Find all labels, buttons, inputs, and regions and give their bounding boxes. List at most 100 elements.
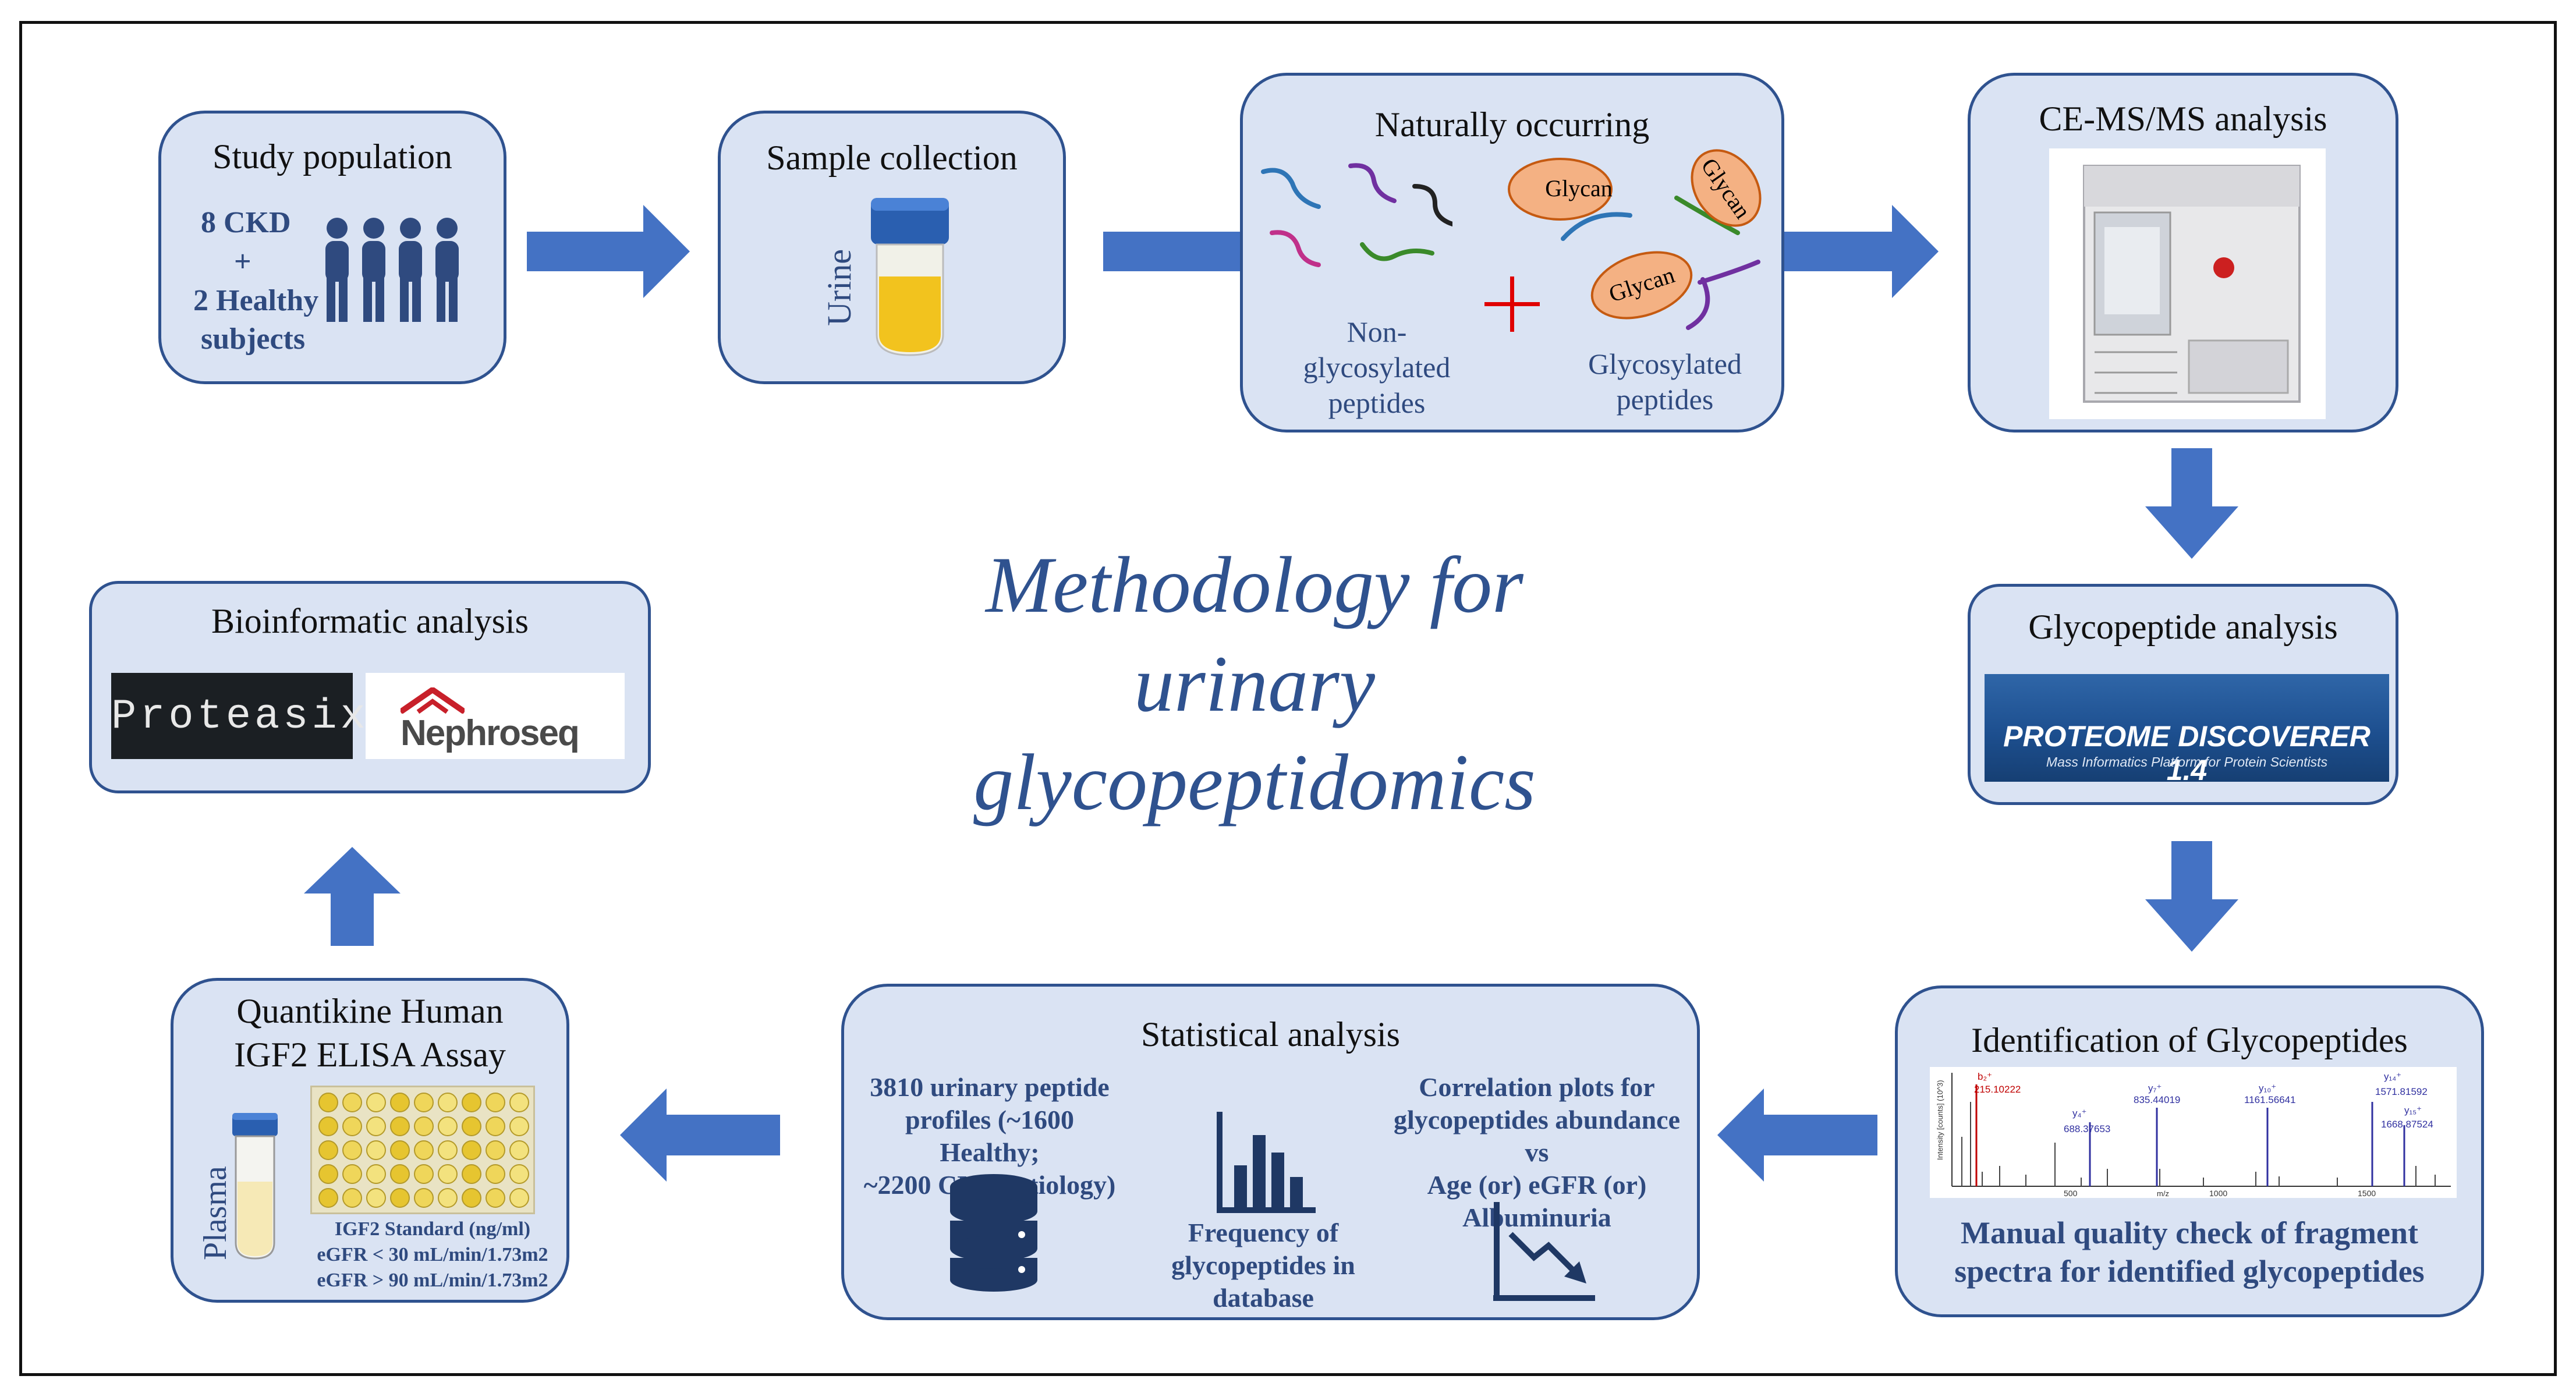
glycan-label-1: Glycan xyxy=(1545,175,1613,201)
plate-well xyxy=(414,1140,434,1160)
plate-well xyxy=(509,1140,529,1160)
bioinformatic-box: Bioinformatic analysis Proteasix Nephros… xyxy=(89,581,651,793)
peak-label: y₁₀⁺ xyxy=(2259,1083,2276,1094)
naturally-occurring-title: Naturally occurring xyxy=(1374,105,1650,144)
arrow-right xyxy=(1781,205,1939,298)
plate-well xyxy=(366,1116,386,1136)
plate-well xyxy=(438,1093,458,1112)
correlation-text: Correlation plots for glycopeptides abun… xyxy=(1380,1071,1694,1235)
glycosylated-label: Glycosylated peptides xyxy=(1569,346,1761,417)
plate-well xyxy=(366,1164,386,1184)
plate-well xyxy=(390,1116,410,1136)
study-population-box: Study population 8 CKD + 2 Healthy subje… xyxy=(158,111,506,384)
frequency-text: Frequency of glycopeptides in database xyxy=(1118,1217,1409,1314)
plate-well xyxy=(390,1093,410,1112)
nephroseq-logo-text: Nephroseq xyxy=(401,713,580,753)
bar-chart-icon xyxy=(1217,1112,1316,1213)
proteome-discoverer-logo-sub: Mass Informatics Platform for Protein Sc… xyxy=(2046,754,2328,770)
plate-well xyxy=(486,1188,505,1208)
glycan-oval xyxy=(1691,149,1762,227)
plate-well xyxy=(414,1116,434,1136)
elisa-title-line-2: IGF2 ELISA Assay xyxy=(234,1036,506,1074)
identification-note: Manual quality check of fragment spectra… xyxy=(1909,1214,2469,1291)
plate-well xyxy=(390,1164,410,1184)
plate-well xyxy=(414,1188,434,1208)
fragment-spectrum: Intensity [counts] (10^3) 500 1000 1500 … xyxy=(1930,1067,2457,1198)
database-icon xyxy=(950,1174,1037,1292)
plate-well xyxy=(342,1093,362,1112)
peak-value: 688.37653 xyxy=(2064,1123,2110,1134)
plate-well xyxy=(342,1140,362,1160)
plate-well xyxy=(486,1164,505,1184)
plate-well xyxy=(486,1140,505,1160)
proteome-discoverer-logo: PROTEOME DISCOVERER 1.4 Mass Informatics… xyxy=(1985,674,2389,786)
mass-spectrometer-icon xyxy=(2049,148,2326,419)
identification-box: Identification of Glycopeptides Intensit… xyxy=(1895,985,2484,1317)
spectrum-xlabel: m/z xyxy=(2157,1189,2169,1198)
title-line-1: Methodology for xyxy=(986,540,1523,629)
peak-label: b₂⁺ xyxy=(1978,1071,1992,1082)
arrow-up xyxy=(304,847,401,946)
profiles-line-1: 3810 urinary peptide xyxy=(870,1072,1110,1102)
correlation-line-1: Correlation plots for xyxy=(1419,1072,1655,1102)
identification-note-line-2: spectra for identified glycopeptides xyxy=(1954,1253,2425,1289)
plate-well xyxy=(342,1164,362,1184)
frequency-line-2: glycopeptides in database xyxy=(1171,1250,1355,1313)
bioinformatic-title: Bioinformatic analysis xyxy=(211,602,529,640)
elisa-note-line-3: eGFR > 90 mL/min/1.73m2 xyxy=(317,1270,548,1292)
peptide-chains-icon xyxy=(1261,163,1452,267)
plate-well xyxy=(438,1188,458,1208)
elisa-box: Quantikine Human IGF2 ELISA Assay Plasma… xyxy=(171,978,569,1303)
healthy-count: 2 Healthy xyxy=(193,284,319,317)
methodology-title: Methodology for urinary glycopeptidomics xyxy=(803,536,1706,832)
plate-well xyxy=(462,1188,481,1208)
plate-well xyxy=(318,1116,338,1136)
correlation-line-2: glycopeptides abundance vs xyxy=(1393,1105,1681,1168)
urine-tube-icon xyxy=(871,198,949,356)
plus-icon xyxy=(1484,276,1540,332)
elisa-title: Quantikine Human IGF2 ELISA Assay xyxy=(173,990,566,1077)
plate-well xyxy=(342,1188,362,1208)
plasma-tube-icon xyxy=(232,1113,278,1260)
peak-value: 1571.81592 xyxy=(2375,1086,2428,1097)
plate-well xyxy=(438,1116,458,1136)
arrow-down xyxy=(2145,841,2238,952)
elisa-notes: IGF2 Standard (ng/ml) eGFR < 30 mL/min/1… xyxy=(299,1217,566,1294)
plate-well xyxy=(318,1140,338,1160)
elisa-note-line-1: IGF2 Standard (ng/ml) xyxy=(334,1218,531,1240)
glycan-oval xyxy=(1590,251,1693,320)
plate-well xyxy=(366,1140,386,1160)
plate-well xyxy=(486,1093,505,1112)
sample-collection-box: Sample collection Urine xyxy=(718,111,1066,384)
correlation-line-3: Age (or) eGFR (or) xyxy=(1427,1170,1647,1200)
correlation-line-4: Albuminuria xyxy=(1462,1203,1611,1233)
naturally-occurring-box: Naturally occurring Non- glycosylated pe… xyxy=(1240,73,1784,432)
arrow-connector xyxy=(1103,232,1246,271)
non-glycosylated-label: Non- glycosylated peptides xyxy=(1295,314,1458,421)
arrow-left xyxy=(620,1088,780,1182)
plate-well xyxy=(390,1140,410,1160)
plate-well xyxy=(438,1140,458,1160)
plate-well xyxy=(462,1116,481,1136)
plate-well xyxy=(509,1116,529,1136)
trend-down-icon xyxy=(1493,1202,1595,1301)
arrow-right xyxy=(527,205,690,298)
frequency-line-1: Frequency of xyxy=(1188,1218,1339,1247)
non-glyco-line-2: glycosylated xyxy=(1303,351,1451,384)
title-line-3: glycopeptidomics xyxy=(973,737,1536,827)
arrow-down xyxy=(2145,448,2238,559)
peak-value: 1668.87524 xyxy=(2381,1119,2433,1130)
spectrum-ylabel: Intensity [counts] (10^3) xyxy=(1936,1080,1944,1160)
people-group-icon xyxy=(325,218,459,322)
peptide-profiles-text: 3810 urinary peptide profiles (~1600 Hea… xyxy=(856,1071,1124,1201)
title-line-2: urinary xyxy=(1134,639,1375,728)
proteasix-logo-text: Proteasix xyxy=(111,693,369,740)
plate-well xyxy=(366,1188,386,1208)
peak-label: y₇⁺ xyxy=(2148,1083,2162,1094)
elisa-title-line-1: Quantikine Human xyxy=(236,992,504,1030)
statistical-analysis-title: Statistical analysis xyxy=(1141,1015,1400,1054)
glyco-line-1: Glycosylated xyxy=(1588,348,1742,380)
plate-well xyxy=(509,1164,529,1184)
non-glyco-line-3: peptides xyxy=(1328,387,1426,419)
